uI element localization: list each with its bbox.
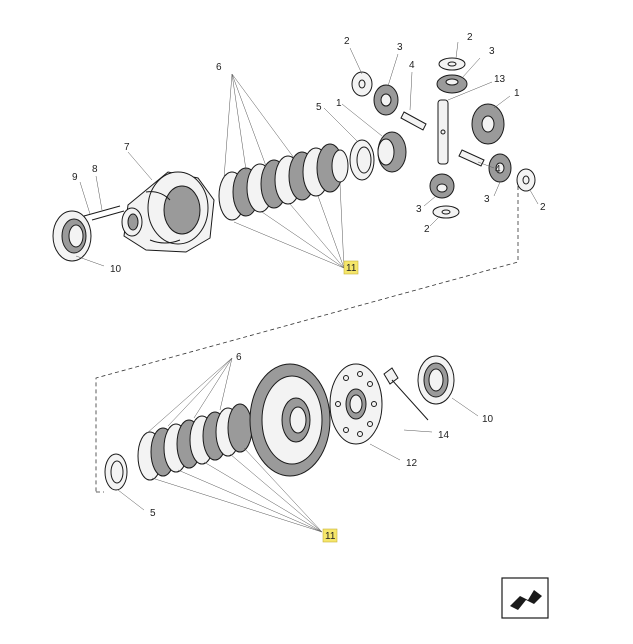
callout-14: 14 xyxy=(438,430,450,441)
side-gear-1-right xyxy=(471,103,505,145)
callout-1-left: 1 xyxy=(336,98,342,109)
callout-11-lower: 11 xyxy=(325,531,336,542)
bearing-10-upper xyxy=(52,210,92,262)
callout-6-lower: 6 xyxy=(236,352,242,363)
next-page-arrow-icon[interactable] xyxy=(501,577,549,619)
pinion-gear-3-right xyxy=(488,153,512,183)
clutch-disc-stack-upper xyxy=(218,143,349,221)
callout-1-right: 1 xyxy=(514,88,520,99)
callout-11-upper: 11 xyxy=(346,263,357,274)
callout-6-upper: 6 xyxy=(216,62,222,73)
shim-5-lower xyxy=(104,453,128,491)
carrier-plate xyxy=(329,363,383,445)
callout-2-right: 2 xyxy=(540,202,546,213)
callout-10-lower: 10 xyxy=(482,414,494,425)
callout-4-lower: 4 xyxy=(495,164,501,175)
callout-2-bottom: 2 xyxy=(424,224,430,235)
bolt-14 xyxy=(383,367,429,421)
callout-5-upper: 5 xyxy=(316,102,322,113)
callout-3-top-left: 3 xyxy=(397,42,403,53)
thrust-washer-2-top-left xyxy=(351,71,373,97)
assembly-connector-dashed xyxy=(95,186,519,493)
callout-3-bottom: 3 xyxy=(416,204,422,215)
side-gear-1-left xyxy=(377,131,407,173)
callout-4-upper: 4 xyxy=(409,60,415,71)
callout-labels: 2 3 4 2 3 13 1 5 1 6 7 8 9 10 3 2 4 3 2 … xyxy=(72,32,546,519)
callout-9: 9 xyxy=(72,172,78,183)
differential-housing-7 xyxy=(121,171,215,253)
cross-shaft-13 xyxy=(437,99,449,165)
callout-11-lower-highlight: 11 xyxy=(322,528,338,543)
callout-5-lower: 5 xyxy=(150,508,156,519)
pins-8-9 xyxy=(83,205,125,221)
callout-3-top-right: 3 xyxy=(489,46,495,57)
pinion-gear-3-top-left xyxy=(373,84,399,116)
callout-8: 8 xyxy=(92,164,98,175)
leader-lines-lower xyxy=(117,357,479,533)
pinion-gear-3-top-right xyxy=(436,74,468,94)
callout-2-top-left: 2 xyxy=(344,36,350,47)
crown-wheel-12 xyxy=(249,363,331,477)
pin-4-lower xyxy=(458,149,485,167)
thrust-washer-2-right xyxy=(516,168,536,192)
callout-13: 13 xyxy=(494,74,506,85)
pinion-gear-3-bottom xyxy=(429,173,455,199)
thrust-washer-2-bottom xyxy=(432,205,460,219)
callout-7: 7 xyxy=(124,142,130,153)
callout-10-upper: 10 xyxy=(110,264,122,275)
callout-11-upper-highlight: 11 xyxy=(343,260,359,275)
leader-lines-upper xyxy=(75,41,539,269)
pin-4-upper xyxy=(400,111,427,131)
callout-2-top-right: 2 xyxy=(467,32,473,43)
clutch-disc-stack-lower xyxy=(137,403,253,481)
callout-12: 12 xyxy=(406,458,418,469)
shim-5-upper xyxy=(349,139,375,181)
bearing-10-lower xyxy=(417,355,455,405)
thrust-washer-2-top-right xyxy=(438,57,466,71)
callout-3-right: 3 xyxy=(484,194,490,205)
